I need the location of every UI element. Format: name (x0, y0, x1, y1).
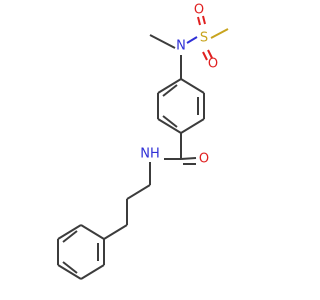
bond-s-o-bottom-a (202, 51, 208, 61)
ring-bond-4 (157, 118, 182, 134)
molecule-structure-diagram: N S O O NH O (57, 3, 229, 280)
atom-label-n-sulfonamide: N (176, 39, 186, 54)
phenyl-bond-5 (57, 224, 82, 240)
amide-group (164, 133, 197, 165)
bond-c3-phenyl (103, 224, 128, 240)
ring-bond-1 (180, 78, 205, 94)
atom-labels: N S O O NH O (140, 3, 218, 167)
bond-n-s (186, 36, 198, 44)
sulfonamide-group (149, 15, 229, 79)
atom-label-nh-amide: NH (140, 147, 160, 162)
bond-s-o-top-a (197, 16, 201, 26)
benzamide-ring (157, 78, 205, 134)
ring-inner-bond-b (162, 115, 178, 128)
bond-s-methyl (210, 28, 229, 39)
phenyl-bond-2 (80, 264, 105, 280)
atom-label-o-sulfonyl-left: O (194, 3, 204, 18)
atom-label-o-amide: O (199, 152, 209, 167)
ring-bond-6 (157, 78, 182, 94)
bond-carbonyl-o-a (180, 157, 197, 160)
phenyl-bond-3 (57, 264, 82, 280)
atom-label-o-sulfonyl-bottom: O (208, 57, 218, 72)
bond-s-o-top-b (202, 15, 206, 25)
ring-bond-3 (180, 118, 205, 134)
propyl-chain (103, 162, 151, 240)
bond-methyl-n (149, 34, 176, 49)
phenyl-ring (57, 224, 105, 280)
ring-inner-bond-c (162, 84, 178, 97)
phenyl-bond-6 (80, 224, 105, 240)
phenyl-inner-bond-c (62, 230, 78, 243)
bond-s-o-bottom-b (207, 49, 213, 59)
phenyl-inner-bond-b (62, 261, 78, 274)
bond-c1-c2 (126, 184, 151, 200)
atom-label-s: S (200, 31, 208, 46)
